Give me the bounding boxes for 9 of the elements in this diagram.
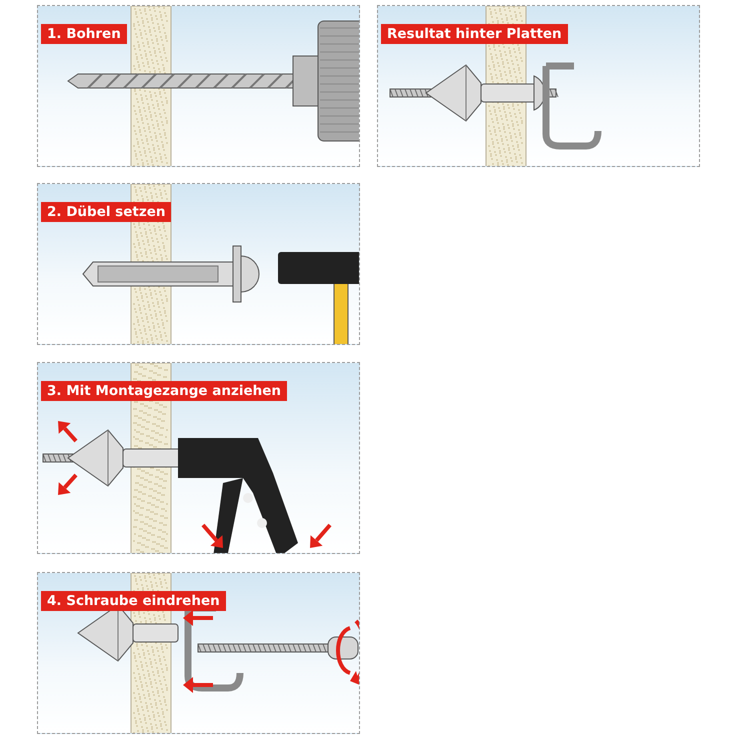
step-label: 3. Mit Montagezange anziehen [41, 381, 287, 401]
step-panel [37, 183, 360, 345]
step-label: 1. Bohren [41, 24, 127, 44]
step-panel [37, 362, 360, 554]
step-panel [37, 572, 360, 734]
step-label: Resultat hinter Platten [381, 24, 568, 44]
step-panel [37, 5, 360, 167]
step-panel [377, 5, 700, 167]
step-label: 2. Dübel setzen [41, 202, 172, 222]
